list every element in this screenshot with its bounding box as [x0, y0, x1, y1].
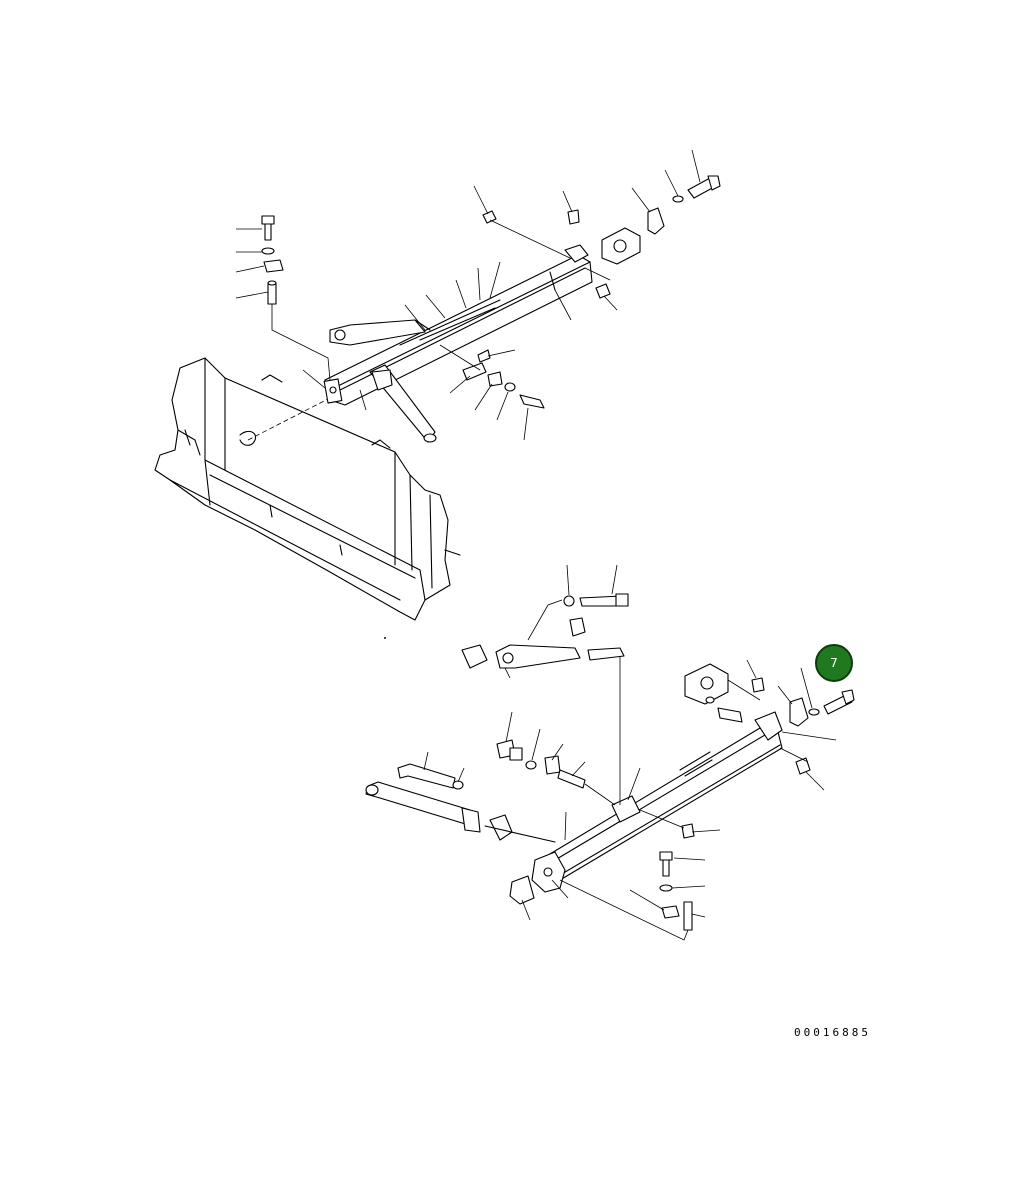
blade-center-line — [247, 397, 331, 441]
lower-leader-lines — [423, 564, 837, 921]
upper-assembly — [154, 149, 721, 621]
lower-cylinder — [365, 781, 556, 843]
lower-adjuster-arm — [461, 599, 581, 679]
upper-leader-lines — [235, 149, 701, 441]
lower-hardware — [397, 593, 855, 941]
upper-top-hardware — [482, 175, 721, 299]
upper-left-hardware — [261, 215, 331, 381]
upper-frame-beam — [323, 244, 593, 406]
upper-brace — [369, 364, 437, 443]
drawing-number: 00016885 — [794, 1026, 871, 1039]
upper-adjuster-arm — [329, 319, 431, 346]
callout-badge-7[interactable]: 7 — [815, 644, 853, 682]
dozer-blade — [154, 357, 461, 621]
speck — [383, 637, 386, 640]
lower-assembly — [365, 564, 855, 941]
upper-bottom-hardware — [439, 344, 545, 409]
lower-frame-beam — [531, 711, 783, 893]
